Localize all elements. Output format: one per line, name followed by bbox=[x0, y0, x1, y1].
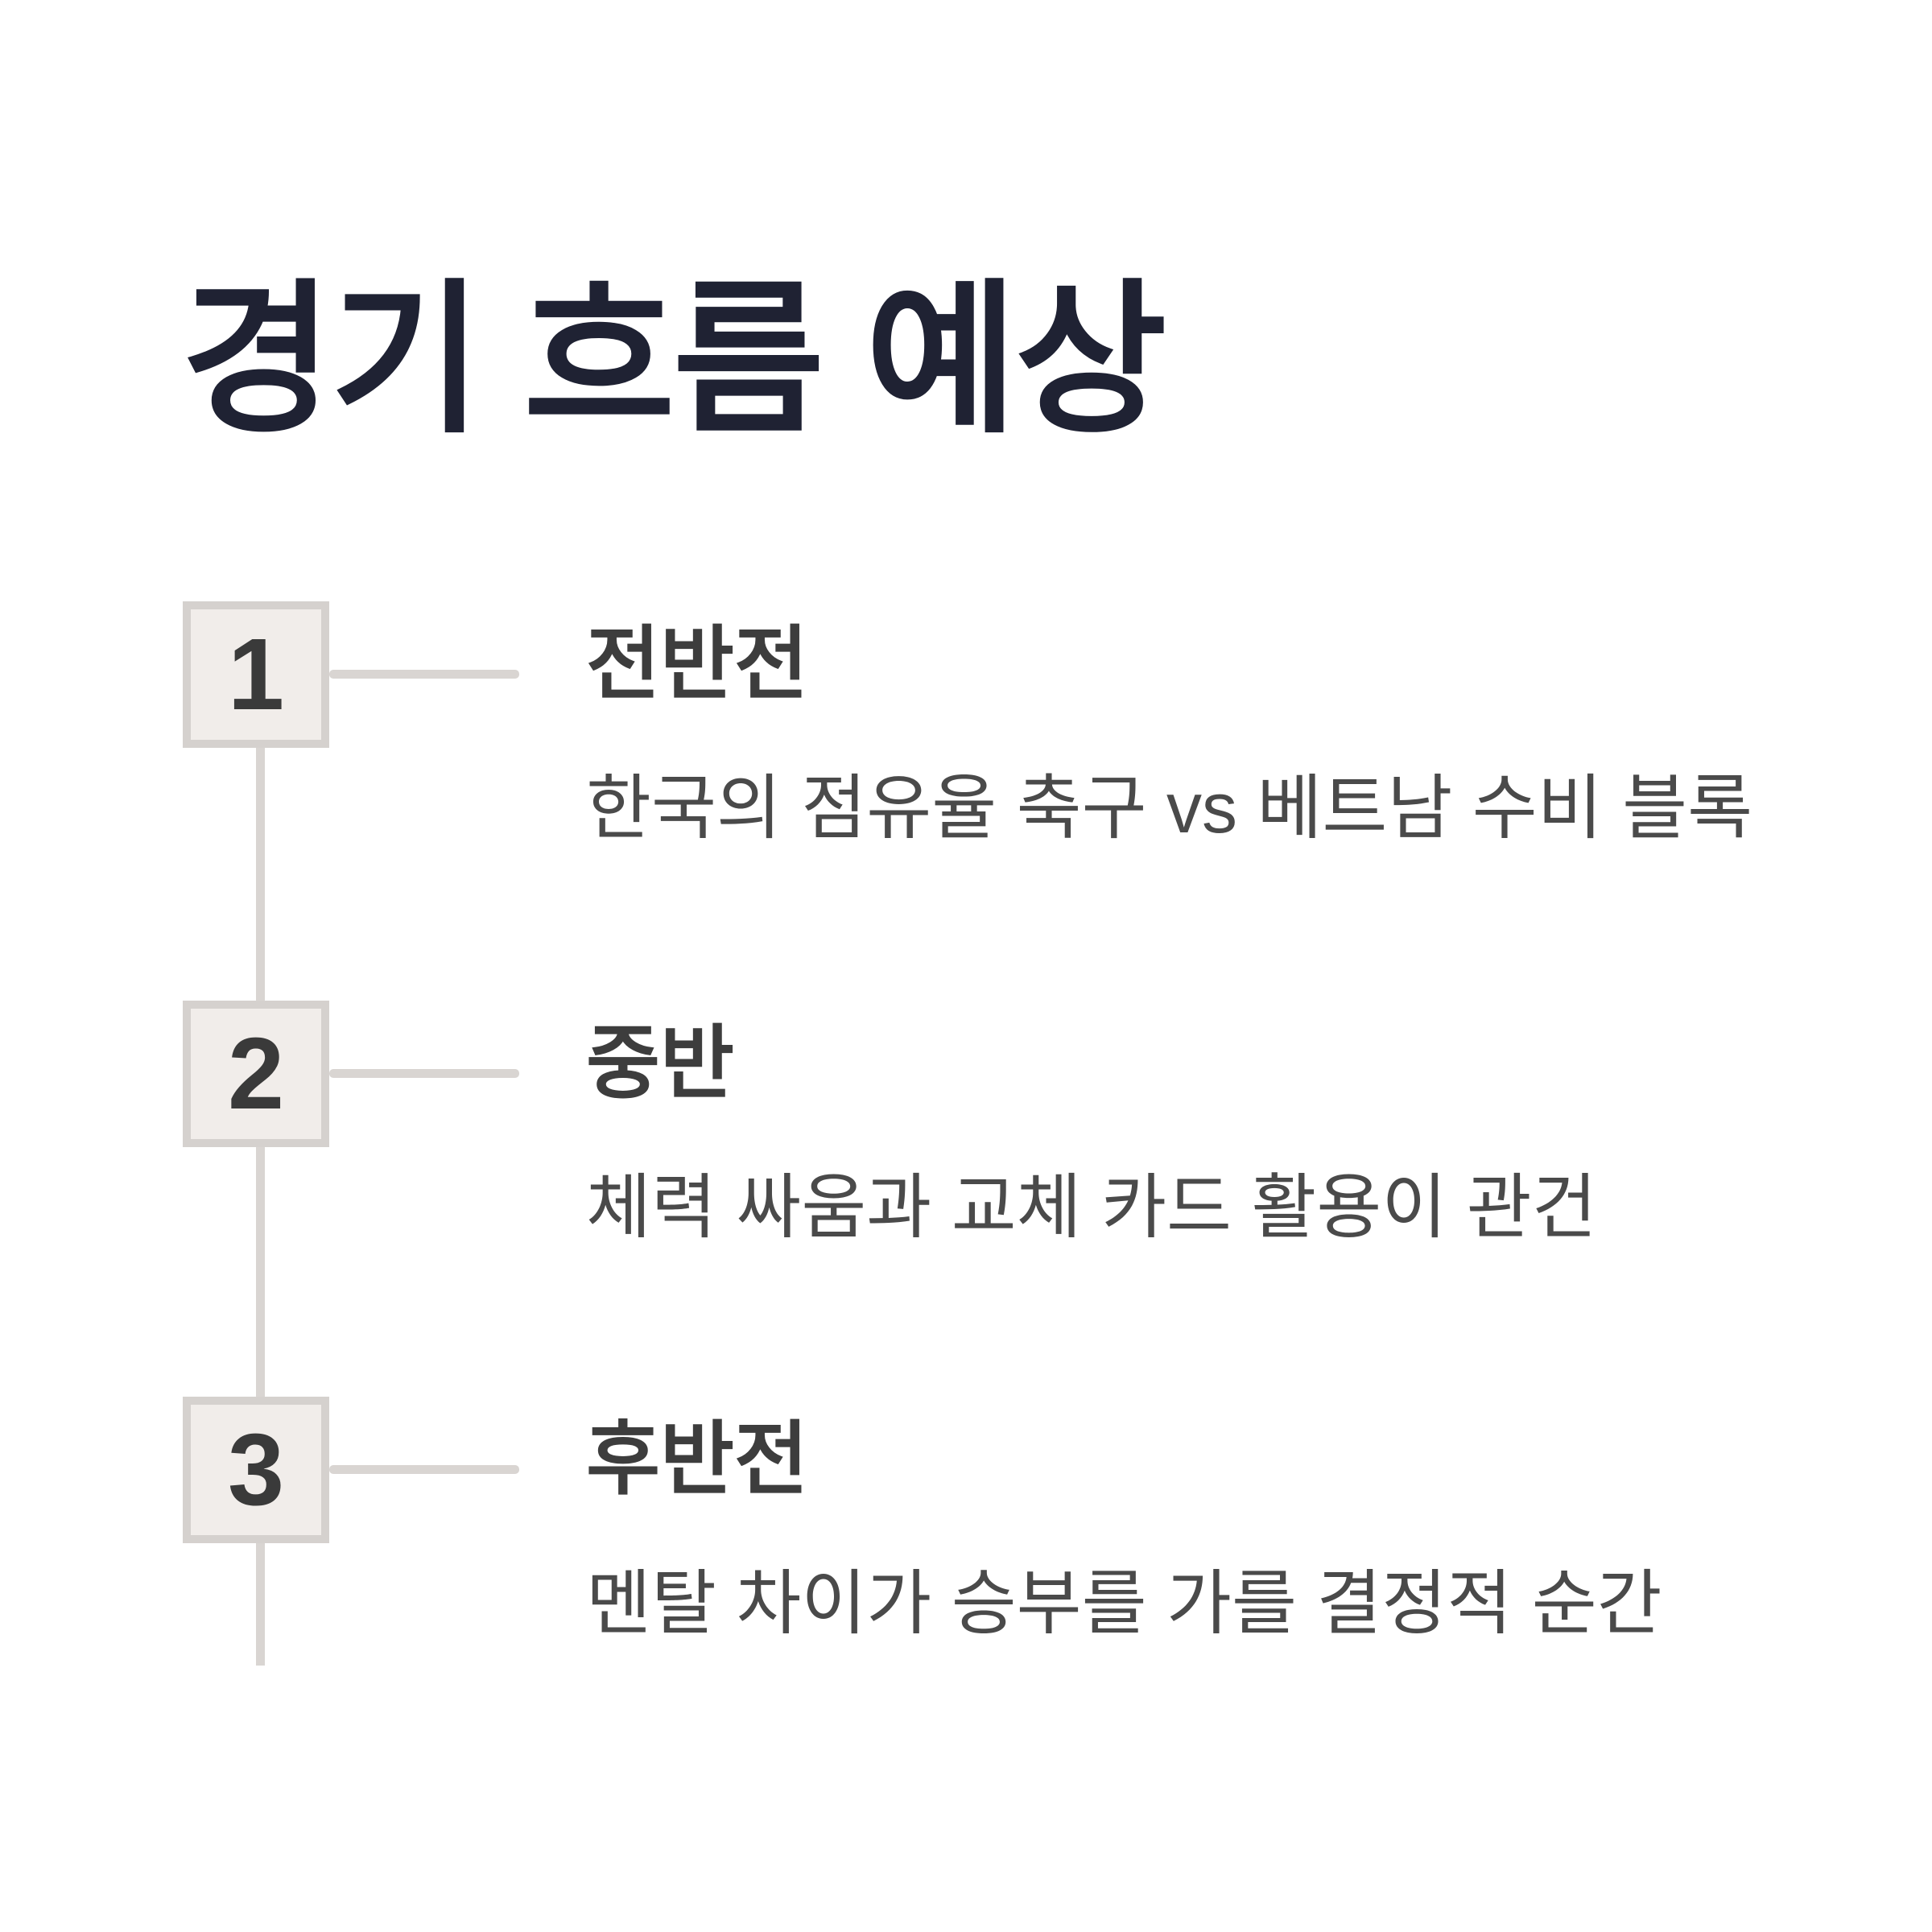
step-number-box: 2 bbox=[183, 1001, 329, 1147]
step-description: 멘탈 차이가 승부를 가를 결정적 순간 bbox=[586, 1563, 1662, 1643]
page-title: 경기 흐름 예상 bbox=[181, 268, 1167, 452]
timeline-item: 1 전반전 한국의 점유율 축구 vs 베트남 수비 블록 bbox=[183, 601, 1793, 848]
step-description: 체력 싸움과 교체 카드 활용이 관건 bbox=[586, 1167, 1597, 1247]
step-text: 전반전 한국의 점유율 축구 vs 베트남 수비 블록 bbox=[586, 616, 1753, 852]
step-number-box: 1 bbox=[183, 601, 329, 748]
step-title: 전반전 bbox=[586, 619, 808, 709]
connector-line bbox=[329, 1069, 519, 1078]
step-title: 중반 bbox=[586, 1018, 734, 1108]
timeline-item: 2 중반 체력 싸움과 교체 카드 활용이 관건 bbox=[183, 1001, 1793, 1247]
step-text: 후반전 멘탈 차이가 승부를 가를 결정적 순간 bbox=[586, 1411, 1753, 1648]
step-description: 한국의 점유율 축구 vs 베트남 수비 블록 bbox=[586, 768, 1753, 848]
timeline-item: 3 후반전 멘탈 차이가 승부를 가를 결정적 순간 bbox=[183, 1397, 1793, 1643]
step-number: 1 bbox=[227, 617, 285, 731]
step-text: 중반 체력 싸움과 교체 카드 활용이 관건 bbox=[586, 1015, 1753, 1252]
connector-line bbox=[329, 670, 519, 679]
step-title: 후반전 bbox=[586, 1414, 808, 1505]
step-number-box: 3 bbox=[183, 1397, 329, 1543]
timeline-vertical-line bbox=[256, 674, 265, 1666]
connector-line bbox=[329, 1465, 519, 1474]
step-number: 2 bbox=[227, 1017, 285, 1130]
step-number: 3 bbox=[227, 1413, 285, 1526]
